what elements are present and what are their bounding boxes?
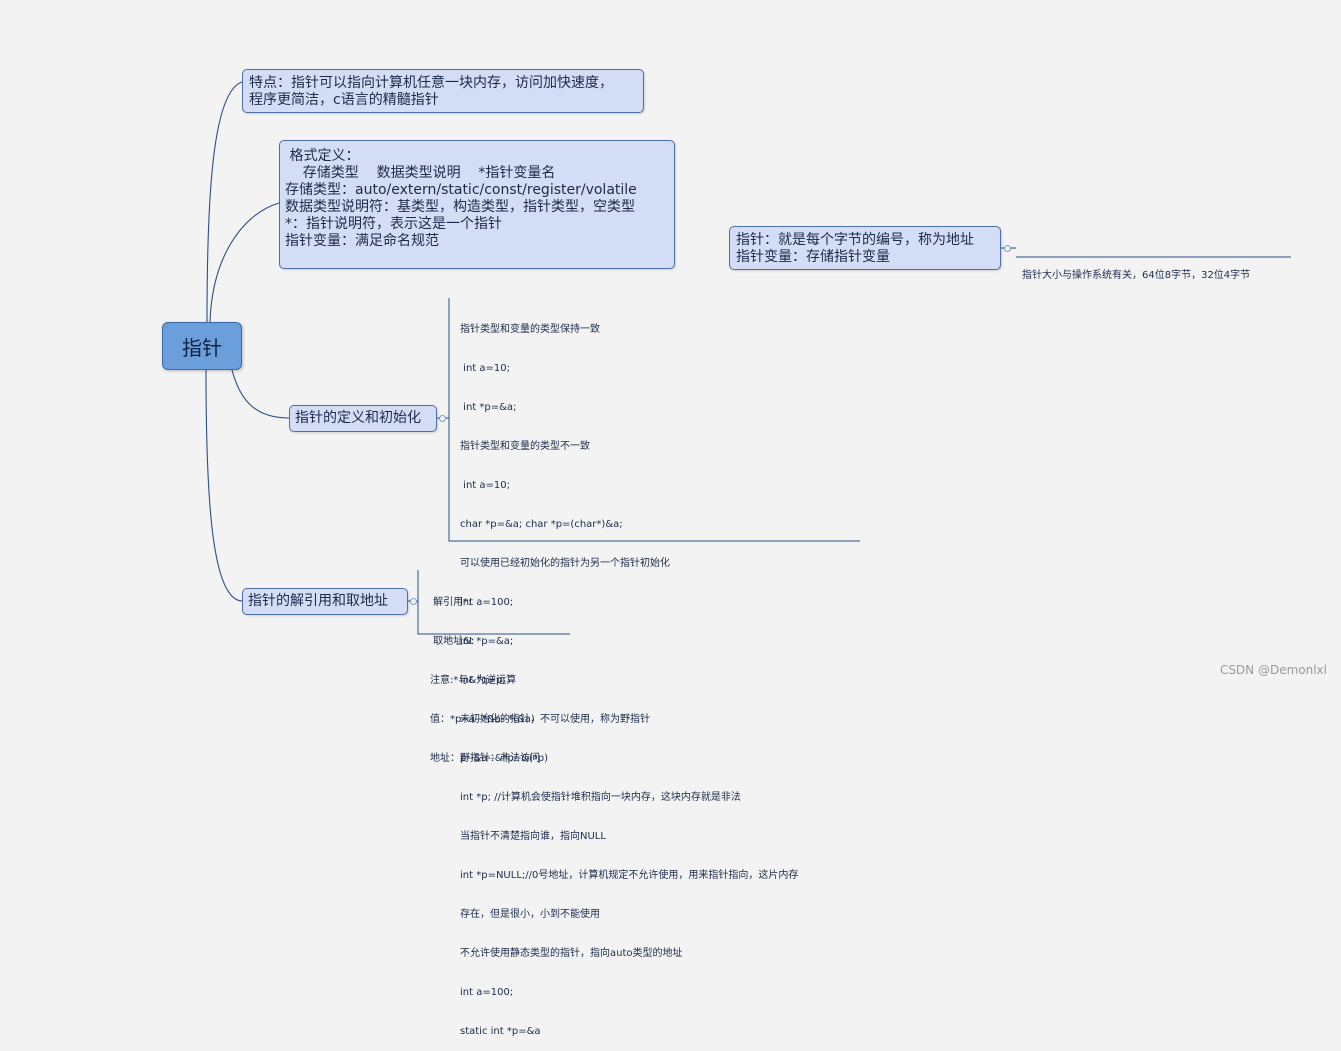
definition-note-line: char *p=&a; char *p=(char*)&a; xyxy=(460,519,623,530)
deref-label: 指针的解引用和取地址 xyxy=(248,593,388,609)
link-root-format xyxy=(209,202,280,323)
definition-note-line: 当指针不清楚指向谁，指向NULL xyxy=(460,831,606,842)
definition-note-line: 不允许使用静态类型的指针，指向auto类型的地址 xyxy=(460,948,683,959)
definition-note-line: int *p=NULL;//0号地址，计算机规定不允许使用，用来指针指向，这片内… xyxy=(460,870,799,881)
definition-node[interactable]: 指针的定义和初始化 xyxy=(289,405,437,432)
definition-label: 指针的定义和初始化 xyxy=(295,410,421,426)
feature-node[interactable]: 特点：指针可以指向计算机任意一块内存，访问加快速度， 程序更简洁，c语言的精髓指… xyxy=(242,69,644,113)
floating-note: 指针大小与操作系统有关，64位8字节，32位4字节 xyxy=(1022,243,1250,295)
deref-collapse-toggle[interactable] xyxy=(410,598,417,605)
format-line-5: *：指针说明符，表示这是一个指针 xyxy=(285,216,502,232)
deref-note-line: 解引用*: xyxy=(430,597,472,608)
format-line-4: 数据类型说明符：基类型，构造类型，指针类型，空类型 xyxy=(285,199,635,215)
definition-note-line: 存在，但是很小，小到不能使用 xyxy=(460,909,600,920)
floating-node-address[interactable]: 指针：就是每个字节的编号，称为地址 指针变量：存储指针变量 xyxy=(729,226,1001,270)
format-node[interactable]: 格式定义： 存储类型 数据类型说明 *指针变量名 存储类型：auto/exter… xyxy=(279,140,675,269)
deref-note: 解引用*: 取地址&: 注意:*与&为逆运算 值：*p--a--*&a--*(&… xyxy=(430,570,548,778)
connector-lines xyxy=(205,81,1291,635)
deref-note-line: 注意:*与&为逆运算 xyxy=(430,675,517,686)
definition-note-line: int *p=&a; xyxy=(460,636,514,647)
floating-line-1: 指针：就是每个字节的编号，称为地址 xyxy=(736,232,974,248)
link-root-definition xyxy=(231,369,290,419)
definition-note-line: int a=100; xyxy=(460,597,514,608)
link-root-deref xyxy=(205,369,243,602)
floating-note-text: 指针大小与操作系统有关，64位8字节，32位4字节 xyxy=(1022,270,1251,281)
feature-line-2: 程序更简洁，c语言的精髓指针 xyxy=(249,92,439,108)
format-line-1: 格式定义： xyxy=(285,148,360,164)
root-node-pointer[interactable]: 指针 xyxy=(162,322,242,370)
definition-note-line: int a=10; xyxy=(460,363,510,374)
definition-note-line: int *q=p; xyxy=(460,675,506,686)
definition-note-line: static int *p=&a xyxy=(460,1026,541,1037)
format-line-3: 存储类型：auto/extern/static/const/register/v… xyxy=(285,182,637,198)
format-line-2: 存储类型 数据类型说明 *指针变量名 xyxy=(285,165,556,181)
deref-node[interactable]: 指针的解引用和取地址 xyxy=(242,588,408,615)
definition-note-line: int *p=&a; xyxy=(460,402,517,413)
deref-note-line: 值：*p--a--*&a--*(&a) xyxy=(430,714,535,725)
definition-note-bracket xyxy=(448,298,860,542)
definition-note-line: 指针类型和变量的类型保持一致 xyxy=(460,324,600,335)
definition-note-line: 指针类型和变量的类型不一致 xyxy=(460,441,590,452)
watermark: CSDN @Demonlxl xyxy=(1219,663,1327,677)
definition-collapse-toggle[interactable] xyxy=(439,415,446,422)
definition-note-line: int a=10; xyxy=(460,480,510,491)
feature-line-1: 特点：指针可以指向计算机任意一块内存，访问加快速度， xyxy=(249,75,613,91)
deref-note-line: 地址：p--&a--&*p--&(*p) xyxy=(430,753,549,764)
root-label: 指针 xyxy=(182,335,222,360)
link-root-feature xyxy=(206,81,243,323)
deref-note-line: 取地址&: xyxy=(430,636,475,647)
definition-note-line: int a=100; xyxy=(460,987,514,998)
definition-note-line: int *p; //计算机会使指针堆积指向一块内存，这块内存就是非法 xyxy=(460,792,741,803)
definition-note-line: 可以使用已经初始化的指针为另一个指针初始化 xyxy=(460,558,670,569)
deref-note-bracket xyxy=(417,570,570,635)
floating-line-2: 指针变量：存储指针变量 xyxy=(736,249,890,265)
format-line-6: 指针变量：满足命名规范 xyxy=(285,233,439,249)
floating-collapse-toggle[interactable] xyxy=(1004,245,1011,252)
